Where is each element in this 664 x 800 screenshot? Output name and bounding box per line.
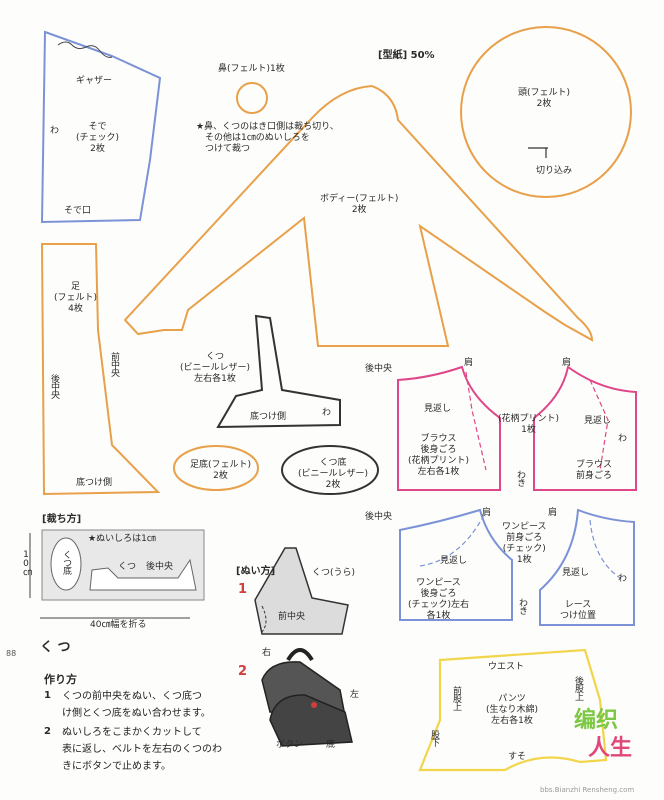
cutting-height-label: 10㎝ — [21, 550, 31, 576]
sewing-left-label: 左 — [350, 690, 360, 700]
sewing-front-center-label: 前中央 — [278, 612, 306, 622]
leg-piece — [40, 243, 161, 496]
sole-vinyl-piece — [281, 445, 379, 495]
body-piece — [123, 84, 594, 347]
dress-front-piece — [539, 508, 635, 626]
watermark-url: bbs.Bianzhi Rensheng.com — [540, 786, 635, 794]
dress-front-wa-label: わ — [618, 574, 628, 584]
shoe-sole-side-label: 底つけ側 — [250, 412, 287, 422]
dress-back-center-label: 後中央 — [365, 512, 393, 522]
pants-hem-label: すそ — [508, 752, 527, 762]
sewing-step2-shoe-front — [269, 694, 353, 747]
howto-title: 作り方 — [44, 673, 77, 686]
dress-front-facing-label: 見返し — [562, 568, 590, 578]
blouse-front-wa-label: わ — [618, 434, 628, 444]
sewing-sole-label: 底 — [326, 740, 336, 750]
sewing-right-label: 右 — [262, 648, 272, 658]
cutting-shoe-label: くつ — [118, 562, 137, 572]
dress-back-facing-label: 見返し — [440, 556, 468, 566]
sewing-step1-shoe — [254, 547, 349, 635]
cutting-shoe — [89, 558, 197, 591]
blouse-front-name-label: ブラウス 前身ごろ — [576, 460, 613, 481]
blouse-back-shoulder-label: 肩 — [464, 358, 474, 368]
sewing-button — [311, 702, 317, 708]
shoe-piece — [216, 314, 341, 429]
sleeve-cuff-label: そで口 — [64, 206, 92, 216]
dress-back-side-label: わき — [517, 598, 527, 614]
sleeve-name-label: そで (チェック) 2枚 — [76, 122, 120, 154]
cutting-center-label: 後中央 — [146, 562, 174, 572]
sleeve-gather-label: ギャザー — [76, 76, 113, 86]
head-cut-label: 切り込み — [536, 166, 573, 176]
sewing-step1-number: 1 — [238, 582, 248, 597]
sole-felt-piece — [173, 445, 259, 491]
pants-inseam-label: 股下 — [429, 730, 439, 746]
pants-piece — [418, 648, 608, 772]
cutting-sole — [50, 537, 82, 591]
leg-front-center-label: 前中央 — [109, 352, 119, 376]
blouse-back-side-label: わき — [515, 470, 525, 486]
blouse-back-center-label: 後中央 — [365, 364, 393, 374]
leg-back-center-label: 後中央 — [49, 374, 59, 398]
head-piece — [460, 26, 632, 198]
leg-label: 足 (フェルト) 4枚 — [54, 282, 98, 314]
page-number: 88 — [6, 649, 17, 658]
sole-vinyl-label: くつ底 (ビニールレザー) 2枚 — [298, 458, 369, 490]
blouse-front-print-label: (花柄プリント) 1枚 — [498, 414, 560, 435]
section-title: く つ — [40, 640, 71, 655]
blouse-front-piece — [533, 365, 637, 491]
leg-sole-side-label: 底つけ側 — [76, 478, 113, 488]
scale-label: [型紙] 50% — [378, 50, 435, 61]
blouse-back-name-label: ブラウス 後身ごろ (花柄プリント) 左右各1枚 — [408, 434, 470, 477]
sleeve-outline — [40, 30, 162, 224]
head-label: 頭(フェルト) 2枚 — [518, 88, 571, 109]
dress-back-shoulder-label: 肩 — [482, 508, 492, 518]
dress-front-lace-label: レース つけ位置 — [560, 600, 597, 621]
blouse-back-facing-label: 見返し — [424, 404, 452, 414]
cutting-note: ★鼻、くつのはき口側は裁ち切り、 その他は1㎝のぬいしろを つけて裁つ — [196, 122, 339, 154]
shoe-label: くつ (ビニールレザー) 左右各1枚 — [180, 352, 251, 384]
dress-front-name-label: ワンピース 前身ごろ (チェック) 1枚 — [502, 522, 547, 565]
sewing-button-label: ボタン — [276, 740, 304, 750]
sewing-title: [ぬい方] — [236, 566, 276, 577]
dress-back-piece — [399, 508, 513, 621]
sole-felt-label: 足底(フェルト) 2枚 — [190, 460, 252, 481]
instruction-2-text: ぬいしろをこまかくカットして 表に返し、ベルトを左右のくつのわ きにボタンで止め… — [62, 727, 222, 772]
sleeve-gather-line — [57, 41, 113, 58]
blouse-front-facing-label: 見返し — [584, 416, 612, 426]
sewing-inside-label: くつ(うら) — [312, 568, 356, 578]
nose-label: 鼻(フェルト)1枚 — [218, 64, 285, 74]
sewing-step2-number: 2 — [238, 664, 248, 679]
cutting-sole-label: くつ底 — [61, 550, 71, 574]
pants-front-rise-label: 前股上 — [451, 686, 461, 710]
shoe-wa-label: わ — [322, 408, 332, 418]
cutting-seam-label: ★ぬいしろは1㎝ — [88, 534, 156, 544]
dress-back-name-label: ワンピース 後身ごろ (チェック)左右 各1枚 — [408, 578, 470, 621]
instruction-1-text: くつの前中央をぬい、くつ底つ け側とくつ底をぬい合わせます。 — [62, 691, 211, 719]
watermark-bottom: 人生 — [588, 736, 633, 761]
instruction-1-number: 1 — [44, 690, 51, 701]
body-label: ボディー(フェルト) 2枚 — [320, 194, 399, 215]
sleeve-wa-label: わ — [50, 126, 60, 136]
cutting-width-label: 40㎝幅を折る — [90, 620, 147, 630]
pants-name-label: パンツ (生なり木綿) 左右各1枚 — [486, 694, 539, 726]
cutting-title: [裁ち方] — [42, 514, 82, 525]
instruction-2-number: 2 — [44, 726, 51, 737]
dress-front-shoulder-label: 肩 — [548, 508, 558, 518]
blouse-front-shoulder-label: 肩 — [562, 358, 572, 368]
pants-waist-label: ウエスト — [488, 662, 525, 672]
blouse-back-piece — [397, 365, 501, 491]
nose-piece — [236, 82, 268, 114]
watermark-top: 编织 — [574, 708, 619, 733]
pants-back-rise-label: 後股上 — [573, 676, 583, 700]
